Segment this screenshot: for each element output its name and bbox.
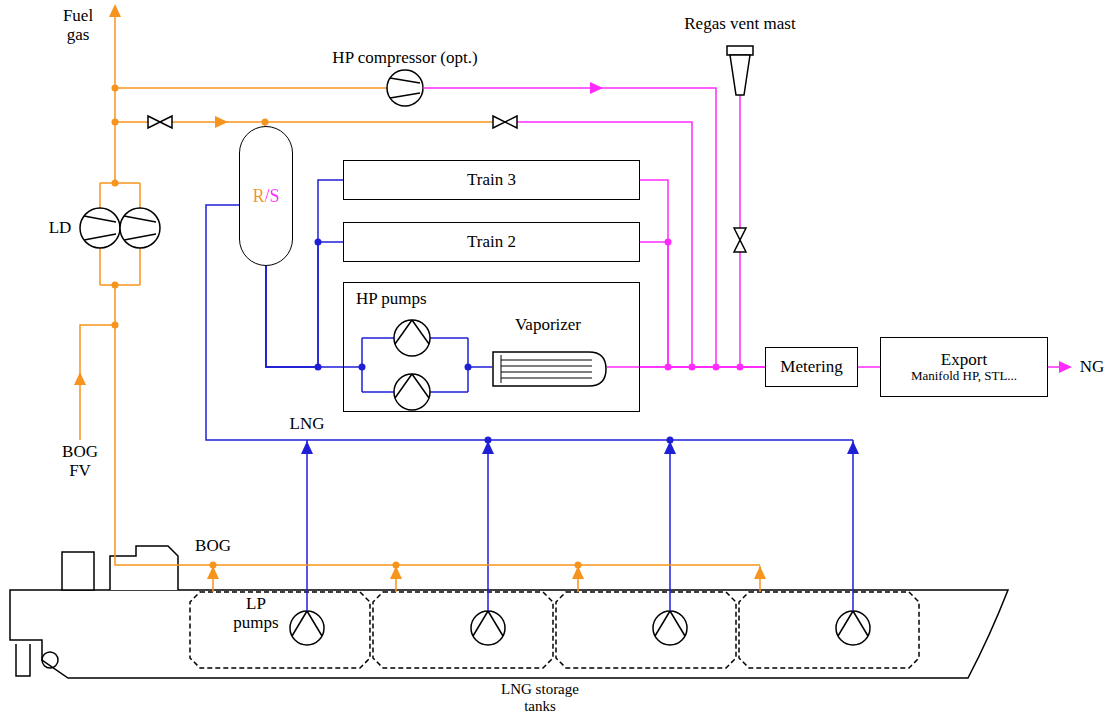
pipe-connector: [640, 242, 765, 367]
separator-vessel: R/S: [239, 126, 293, 266]
regas-train-box: Train 2: [343, 222, 640, 262]
pipe-connector: [640, 180, 765, 367]
bog-arrowheads: [74, 4, 766, 579]
superstructure: [110, 546, 178, 590]
propeller: [42, 652, 58, 668]
equipment-label: LD: [45, 219, 75, 238]
lng-arrowheads: [301, 441, 859, 454]
bog-junctions: [112, 85, 582, 569]
exchanger-tube: [501, 366, 592, 367]
equipment-label: Regas vent mast: [660, 15, 820, 34]
lp-pump-symbols: [290, 611, 870, 645]
exchanger-tube: [501, 372, 592, 373]
hp-compressor-symbol: [387, 70, 423, 106]
lng-junctions: [315, 239, 674, 444]
node-title: Export: [941, 350, 987, 370]
rudder: [16, 644, 30, 676]
export-box: ExportManifold HP, STL...: [880, 337, 1048, 397]
vent-mast-symbol: [727, 46, 753, 95]
tube-sheet: [501, 355, 502, 383]
node-title: Train 3: [467, 170, 516, 190]
ng-arrowheads: [590, 82, 1072, 373]
stream-label: Fuel gas: [53, 7, 103, 44]
lng-piping: [206, 205, 853, 611]
node-title: Train 2: [467, 232, 516, 252]
equipment-label: LP pumps: [230, 595, 282, 632]
hp-pump-module: HP pumpsVaporizer: [343, 282, 640, 412]
node-title: Vaporizer: [515, 315, 581, 335]
ship-hull: [10, 590, 1008, 678]
vaporizer-symbol: [489, 351, 607, 388]
equipment-label: LNG storage tanks: [490, 681, 590, 714]
stream-label: NG: [1074, 358, 1110, 377]
node-title: R/S: [252, 186, 279, 207]
bog-piping: [80, 12, 760, 592]
hp-pump-symbols: [394, 320, 430, 410]
node-subtitle: Manifold HP, STL...: [911, 369, 1017, 384]
stream-label: LNG: [282, 415, 332, 434]
node-title: Metering: [780, 357, 842, 377]
pipe-connector: [607, 366, 765, 368]
ng-junctions: [665, 239, 744, 371]
exchanger-tube: [501, 378, 592, 379]
vaporizer: Vaporizer: [489, 313, 607, 389]
node-title: HP pumps: [356, 289, 427, 309]
equipment-label: HP compressor (opt.): [305, 49, 505, 68]
pipe-connector: [858, 366, 880, 368]
regas-train-box: Train 3: [343, 160, 640, 200]
deckhouse: [62, 552, 94, 590]
metering-box: Metering: [765, 347, 858, 387]
exchanger-tube: [501, 360, 592, 361]
stream-label: BOG FV: [58, 443, 102, 480]
ld-compressor-symbols: [80, 208, 160, 248]
stream-label: BOG: [188, 537, 238, 556]
exchanger-shell: [493, 352, 606, 386]
storage-tanks: [190, 592, 919, 668]
pipe-connector: [266, 266, 343, 367]
